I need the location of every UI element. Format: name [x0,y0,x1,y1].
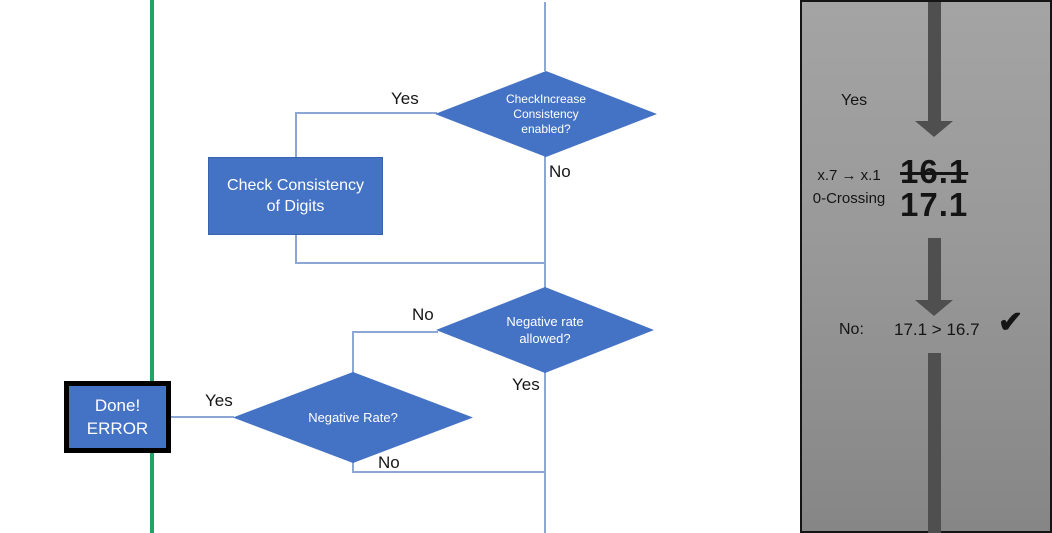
edge-label-yes-done: Yes [205,391,233,410]
edge-label-no-mid: No [412,305,434,324]
edge-label-yes-mid: Yes [512,375,540,394]
connector-diamond2-no-h [352,331,438,333]
down-arrow-shaft-2 [928,238,941,300]
connector-diamond3-no-h [352,471,546,473]
decision-check-increase-consistency: CheckIncrease Consistency enabled? [435,71,657,157]
decision-label: Negative rate allowed? [506,314,584,346]
decision-negative-rate: Negative Rate? [233,372,473,463]
decision-label: Negative Rate? [308,410,398,425]
side-annotation-panel: Yes x.7 → x.1 0-Crossing 16.1 17.1 No: 1… [800,0,1052,533]
terminator-done-error: Done! ERROR [64,381,171,453]
terminator-label: Done! ERROR [86,396,149,438]
panel-label-yes: Yes [841,92,868,109]
edge-label-no-bottom: No [378,453,400,472]
connector-box1-to-center [295,262,546,264]
connector-diamond1-no [544,156,546,288]
down-arrow-head-icon [915,121,953,137]
down-arrow-shaft-3 [928,353,941,533]
edge-label-yes-top: Yes [391,89,419,108]
connector-diamond2-no-v [352,331,354,373]
comparison-text: 17.1 > 16.7 [894,320,980,339]
decision-negative-rate-allowed: Negative rate allowed? [436,287,654,373]
connector-diamond3-no-v [352,462,354,473]
down-arrow-head-icon [915,300,953,316]
checkmark-icon: ✔ [998,306,1024,339]
green-divider-line [150,0,154,533]
edge-label-no-top: No [549,162,571,181]
connector-diamond2-yes-down [544,372,546,533]
old-value-strikethrough: 16.1 [900,153,969,190]
panel-label-no: No: [839,321,864,338]
down-arrow-shaft-1 [928,2,941,121]
connector-box1-down [295,234,297,264]
new-value: 17.1 [900,186,969,223]
connector-diamond1-yes-v [295,112,297,158]
rule-note: x.7 → x.1 0-Crossing [812,167,886,207]
decision-label: CheckIncrease Consistency enabled? [505,91,587,136]
connector-top-to-diamond1 [544,2,546,71]
connector-diamond3-yes [170,416,234,418]
connector-diamond1-yes-h [295,112,437,114]
process-label: Check Consistency of Digits [227,177,364,215]
process-check-consistency-of-digits: Check Consistency of Digits [208,157,383,235]
